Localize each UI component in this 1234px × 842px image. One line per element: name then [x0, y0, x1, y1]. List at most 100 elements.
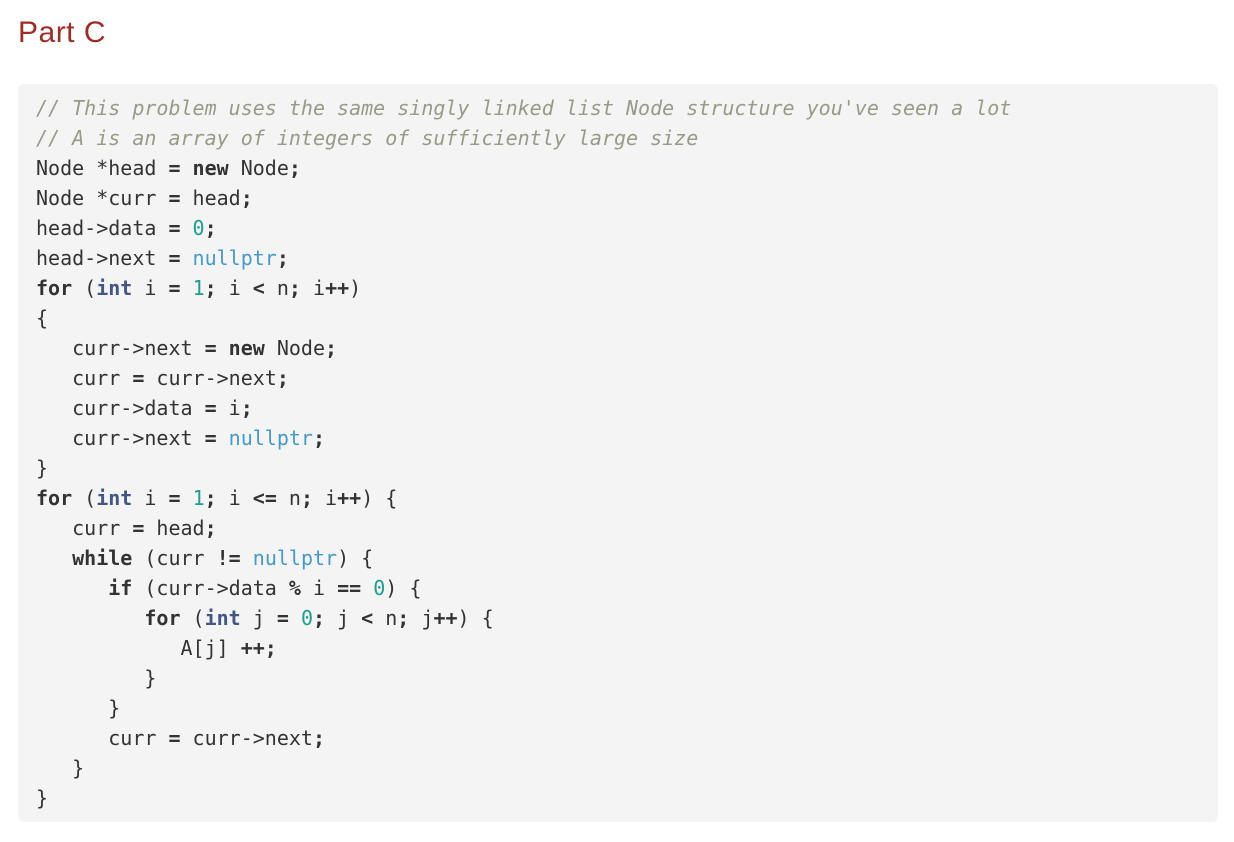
code-token-txt: i — [216, 396, 241, 420]
code-token-com: // This problem uses the same singly lin… — [36, 96, 1012, 120]
code-token-typ: int — [204, 606, 241, 630]
code-block: // This problem uses the same singly lin… — [18, 84, 1218, 822]
code-token-num: 0 — [192, 216, 205, 240]
code-token-txt: curr->data — [36, 396, 205, 420]
code-token-op: = — [168, 486, 181, 510]
code-token-op: < — [252, 276, 265, 300]
code-token-txt: head — [144, 516, 205, 540]
code-line: } — [36, 693, 1200, 723]
code-token-txt: ) — [349, 276, 362, 300]
code-token-txt: i — [300, 576, 338, 600]
code-line: curr->next = new Node; — [36, 333, 1200, 363]
code-token-txt — [181, 276, 193, 300]
code-line: head->data = 0; — [36, 213, 1200, 243]
code-token-typ: int — [96, 276, 133, 300]
code-token-op: = — [168, 276, 181, 300]
code-token-kw: for — [36, 276, 73, 300]
code-token-txt: i — [300, 276, 326, 300]
code-token-op: ++ — [240, 636, 265, 660]
code-line: curr->data = i; — [36, 393, 1200, 423]
code-line: curr = head; — [36, 513, 1200, 543]
code-token-lit: nullptr — [228, 426, 313, 450]
code-line: { — [36, 303, 1200, 333]
code-line: } — [36, 453, 1200, 483]
code-token-txt: j — [409, 606, 434, 630]
code-token-op: == — [337, 576, 362, 600]
code-token-kw: for — [144, 606, 181, 630]
code-line: } — [36, 663, 1200, 693]
code-token-txt: curr — [36, 726, 169, 750]
code-token-txt — [217, 336, 229, 360]
code-line: head->next = nullptr; — [36, 243, 1200, 273]
code-token-op: ++ — [337, 486, 362, 510]
code-token-txt: n — [373, 606, 398, 630]
code-token-typ: int — [96, 486, 133, 510]
code-token-txt: head->next — [36, 246, 169, 270]
code-token-txt: curr->next — [144, 366, 277, 390]
code-token-txt: A[j] — [36, 636, 241, 660]
code-token-txt: n — [264, 276, 289, 300]
code-token-txt — [181, 216, 193, 240]
code-token-txt: i — [132, 486, 169, 510]
code-token-txt: { — [36, 306, 49, 330]
code-token-txt: } — [36, 756, 85, 780]
code-token-txt: } — [36, 786, 49, 810]
code-token-op: = — [168, 216, 181, 240]
code-token-op: = — [204, 336, 217, 360]
code-token-txt — [36, 606, 144, 630]
code-token-num: 0 — [373, 576, 386, 600]
code-token-txt — [241, 546, 253, 570]
code-token-num: 1 — [192, 486, 205, 510]
code-token-txt: } — [36, 666, 157, 690]
code-token-txt — [361, 576, 373, 600]
code-token-kw: while — [72, 546, 133, 570]
code-token-txt — [36, 546, 72, 570]
code-token-txt: (curr — [132, 546, 217, 570]
code-line: while (curr != nullptr) { — [36, 543, 1200, 573]
code-token-op: ; — [312, 726, 325, 750]
code-token-op: ; — [264, 636, 277, 660]
code-token-txt: ) { — [457, 606, 494, 630]
code-token-op: ; — [397, 606, 410, 630]
code-token-txt: ) { — [361, 486, 398, 510]
code-token-txt: ) { — [337, 546, 374, 570]
code-token-op: <= — [252, 486, 277, 510]
code-token-txt: curr->next — [36, 336, 205, 360]
code-token-op: ; — [312, 606, 326, 630]
code-line: // This problem uses the same singly lin… — [36, 93, 1200, 123]
code-token-kw: if — [108, 576, 133, 600]
code-token-txt: head — [180, 186, 241, 210]
code-line: curr = curr->next; — [36, 723, 1200, 753]
code-token-txt: Node — [264, 336, 326, 360]
code-token-op: ; — [204, 486, 217, 510]
code-line: curr->next = nullptr; — [36, 423, 1200, 453]
code-token-txt — [181, 156, 193, 180]
code-token-op: = — [168, 156, 181, 180]
code-token-txt: Node — [228, 156, 289, 180]
code-token-com: // A is an array of integers of sufficie… — [36, 126, 699, 150]
code-token-txt: i — [216, 486, 253, 510]
code-token-op: = — [168, 246, 181, 270]
code-token-op: ; — [204, 216, 217, 240]
code-token-kw: for — [36, 486, 73, 510]
code-token-kw: new — [228, 336, 265, 360]
code-token-txt — [36, 576, 108, 600]
code-token-txt: (curr->data — [132, 576, 289, 600]
code-line: Node *curr = head; — [36, 183, 1200, 213]
code-token-op: ; — [288, 156, 301, 180]
code-line: // A is an array of integers of sufficie… — [36, 123, 1200, 153]
code-token-txt: } — [36, 456, 49, 480]
code-line: A[j] ++; — [36, 633, 1200, 663]
code-token-op: ; — [204, 276, 217, 300]
page-title: Part C — [18, 16, 107, 49]
code-token-op: ; — [288, 276, 301, 300]
code-token-txt: Node *curr — [36, 186, 169, 210]
code-token-op: < — [361, 606, 374, 630]
code-token-op: != — [216, 546, 241, 570]
code-token-op: ++ — [325, 276, 350, 300]
code-token-txt: curr->next — [180, 726, 313, 750]
code-token-txt: j — [325, 606, 362, 630]
code-token-txt: curr — [36, 516, 133, 540]
code-token-op: ; — [240, 186, 253, 210]
